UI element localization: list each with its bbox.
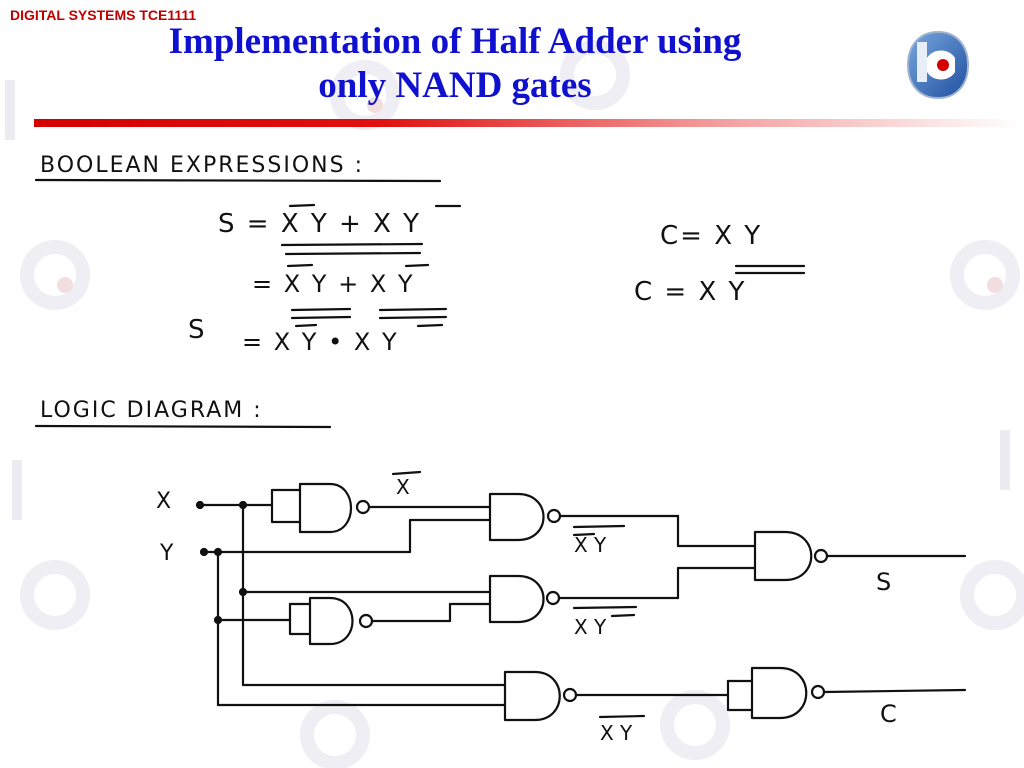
s-equation-1: S = X Y + X Y xyxy=(218,209,421,239)
xy-nand-label: X Y xyxy=(600,721,633,745)
boolean-heading: BOOLEAN EXPRESSIONS : xyxy=(40,153,364,178)
input-x-label: X xyxy=(156,489,171,514)
xbar-y-nand-label: X Y xyxy=(574,533,607,557)
s-equation-3-lhs: S xyxy=(188,315,205,345)
input-y-label: Y xyxy=(159,541,174,566)
output-s-label: S xyxy=(876,568,891,596)
c-equation-2: C = X Y xyxy=(634,277,746,307)
university-logo-icon xyxy=(906,30,970,100)
s-equation-3: = X Y • X Y xyxy=(242,328,399,356)
course-label: DIGITAL SYSTEMS TCE1111 xyxy=(10,7,197,23)
xbar-label: X xyxy=(396,475,410,499)
title-line-2: only NAND gates xyxy=(318,65,592,106)
slide-title: Implementation of Half Adder using only … xyxy=(60,20,850,108)
output-c-label: C xyxy=(880,700,897,728)
title-underline xyxy=(34,119,1020,127)
logic-heading: LOGIC DIAGRAM : xyxy=(40,398,263,423)
s-equation-2: = X Y + X Y xyxy=(252,270,415,298)
x-ybar-nand-label: X Y xyxy=(574,615,607,639)
c-equation-1: C= X Y xyxy=(660,221,762,251)
title-line-1: Implementation of Half Adder using xyxy=(168,21,742,62)
